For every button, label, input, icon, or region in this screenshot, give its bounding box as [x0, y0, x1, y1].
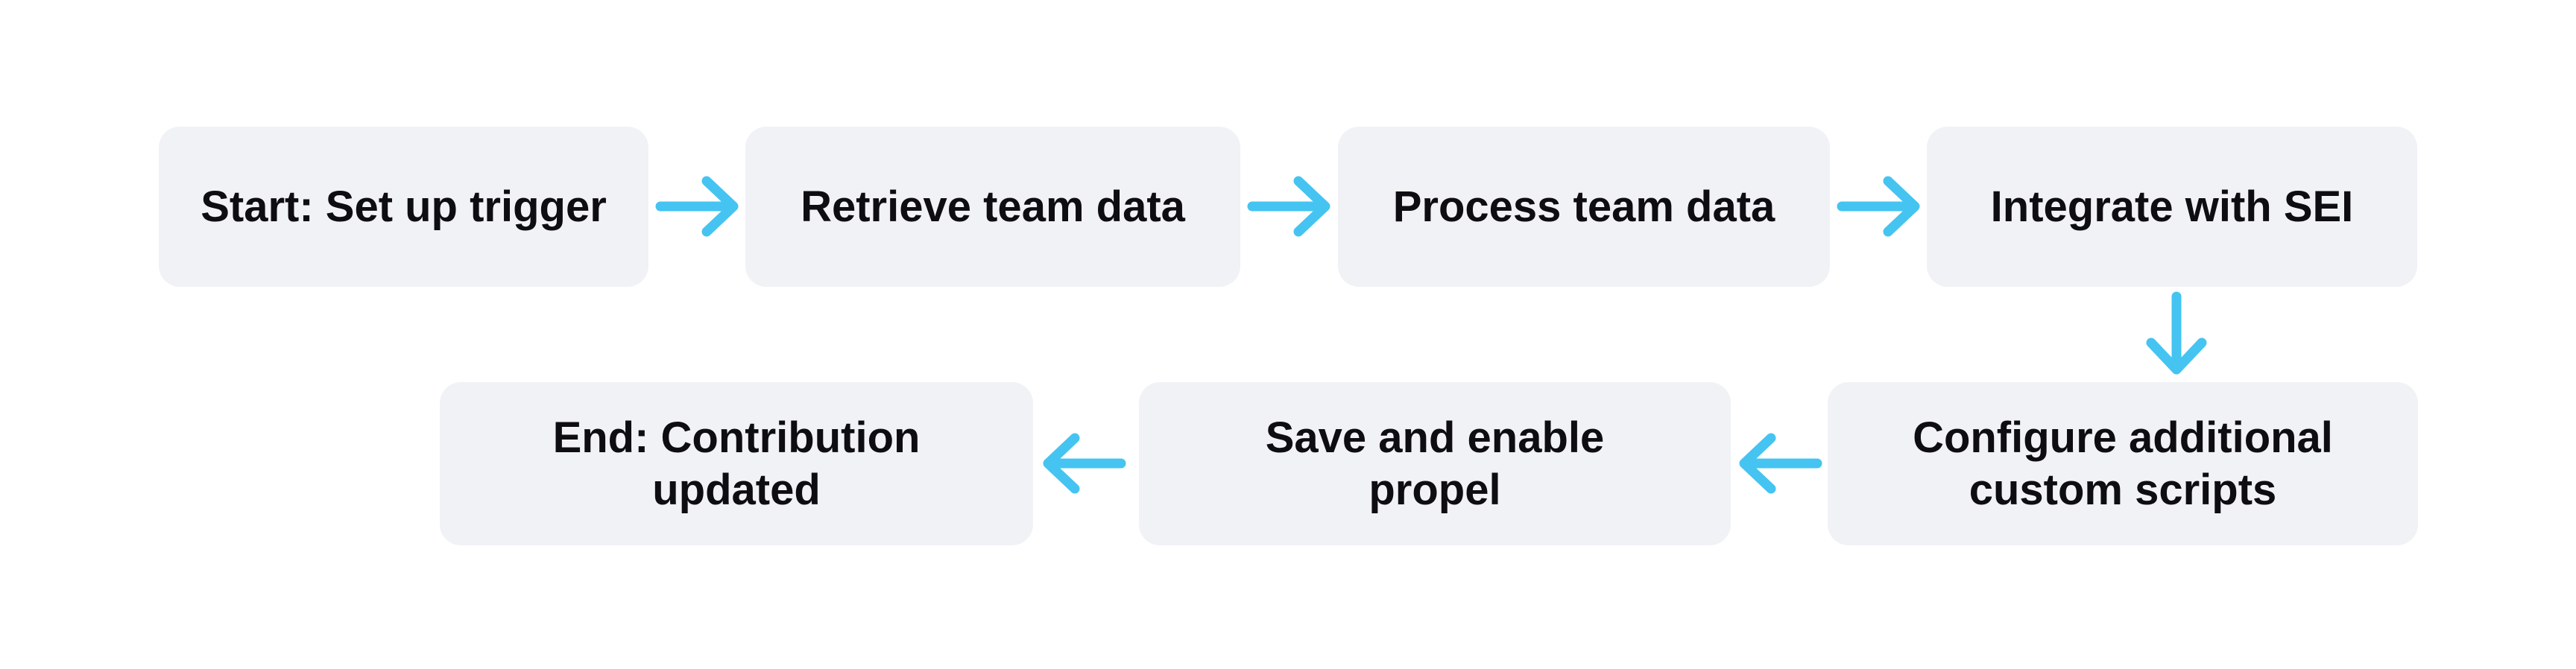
flow-node-retrieve-label: Retrieve team data: [801, 182, 1185, 231]
arrow-right-icon: [1836, 169, 1925, 244]
flow-node-start-label: Start: Set up trigger: [201, 182, 607, 231]
arrow-left-icon: [1038, 426, 1127, 501]
flow-node-retrieve-team-data: Retrieve team data: [745, 127, 1240, 287]
flow-node-integrate-label: Integrate with SEI: [1990, 182, 2354, 231]
arrow-down-icon: [2139, 291, 2214, 380]
flow-node-save-label: Save and enable propel: [1265, 413, 1605, 514]
flow-node-start: Start: Set up trigger: [159, 127, 648, 287]
arrow-left-icon: [1734, 426, 1823, 501]
flow-node-end-label: End: Contribution updated: [552, 413, 921, 514]
flow-node-process-label: Process team data: [1392, 182, 1775, 231]
flow-node-save-and-enable-propel: Save and enable propel: [1139, 382, 1731, 545]
flow-node-configure-label: Configure additional custom scripts: [1913, 413, 2333, 514]
flow-node-configure-custom-scripts: Configure additional custom scripts: [1828, 382, 2418, 545]
arrow-right-icon: [1246, 169, 1336, 244]
arrow-right-icon: [654, 169, 744, 244]
flow-node-process-team-data: Process team data: [1338, 127, 1830, 287]
flow-node-integrate-with-sei: Integrate with SEI: [1927, 127, 2417, 287]
flow-node-end: End: Contribution updated: [440, 382, 1033, 545]
